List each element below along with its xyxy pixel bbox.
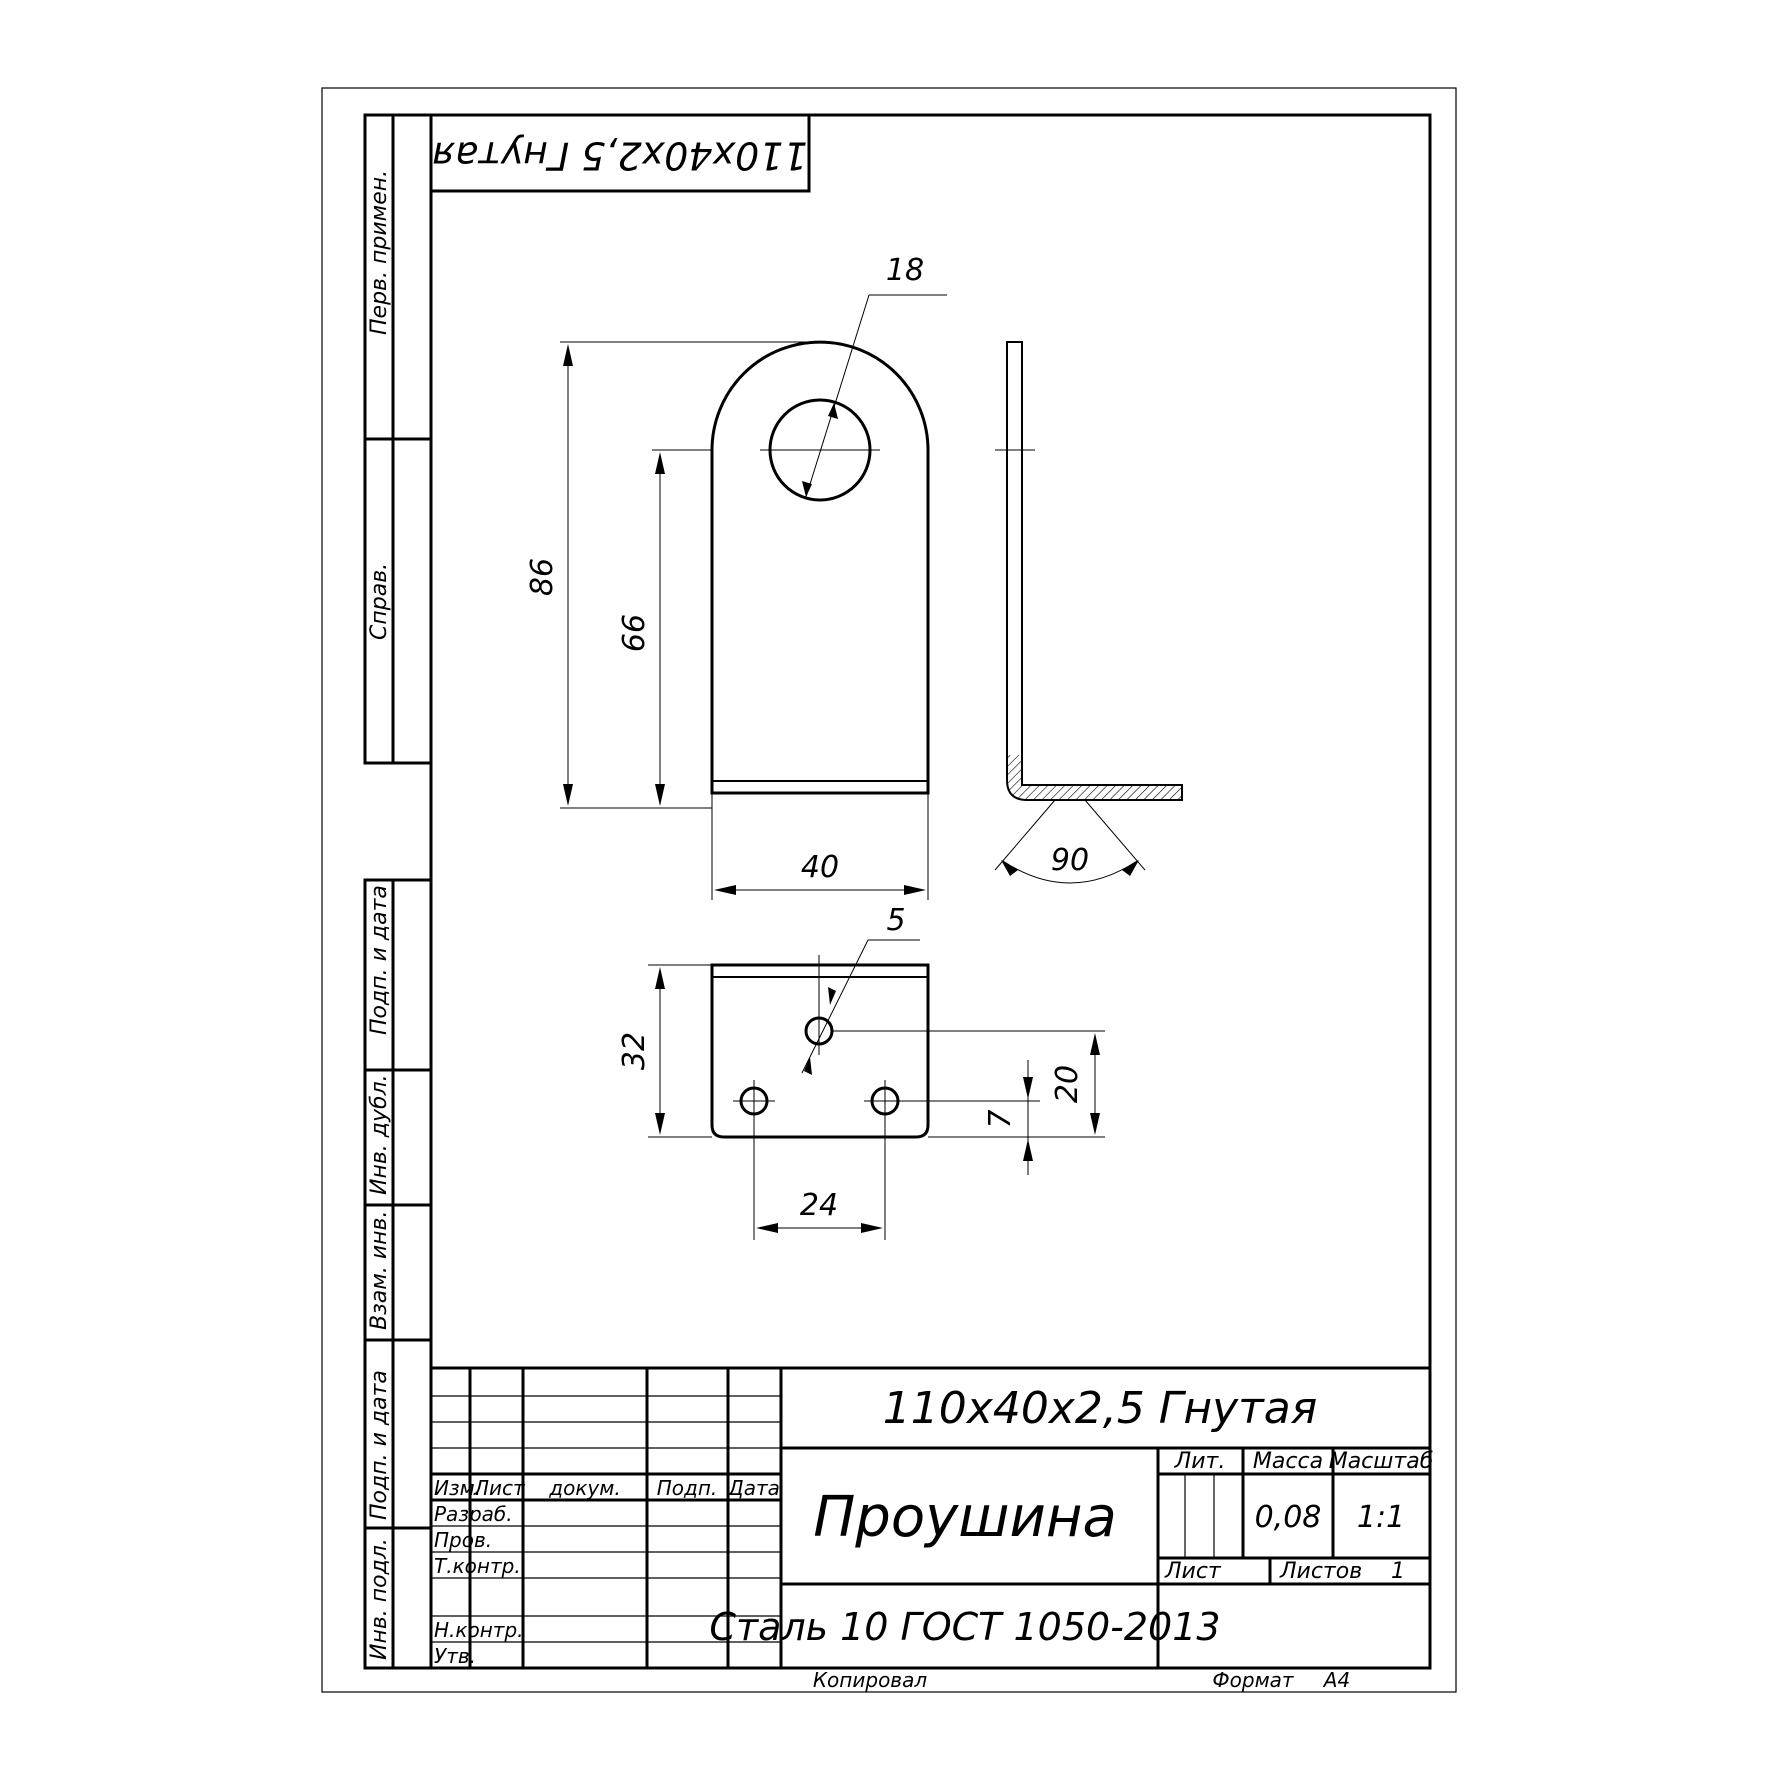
label-podp-data-1: Подп. и дата — [367, 885, 392, 1035]
col-podp: Подп. — [657, 1476, 718, 1500]
designation: 110х40х2,5 Гнутая — [883, 1383, 1317, 1434]
material: Сталь 10 ГОСТ 1050-2013 — [709, 1605, 1220, 1649]
copied-label: Копировал — [813, 1668, 927, 1692]
angle-profile — [1006, 341, 1183, 801]
sheet-trim — [321, 87, 1457, 1693]
col-dokum: докум. — [548, 1476, 620, 1500]
dim-hole-diameter: 18 — [886, 253, 924, 288]
dim-hole-spacing: 24 — [800, 1188, 838, 1223]
row-utv: Утв. — [434, 1644, 476, 1668]
dim-width: 40 — [801, 850, 839, 885]
front-view: 18 86 66 40 — [525, 253, 947, 900]
dim-top-hole-offset: 20 — [1050, 1065, 1085, 1103]
dim-flange-height: 32 — [617, 1032, 652, 1070]
flange-outline — [710, 963, 930, 1139]
dim-height-to-center: 66 — [617, 614, 652, 652]
col-izm: Изм. — [434, 1476, 481, 1500]
eyelet-outline — [710, 340, 930, 795]
row-tkontr: Т.контр. — [434, 1554, 521, 1578]
dim-bend-angle: 90 — [1051, 843, 1089, 878]
part-title: Проушина — [813, 1485, 1117, 1550]
designation-rotated: 110х40х2,5 Гнутая — [432, 134, 807, 178]
row-nkontr: Н.контр. — [434, 1618, 524, 1642]
scale-label: Масштаб — [1329, 1449, 1434, 1474]
dim-bottom-holes-offset: 7 — [983, 1109, 1018, 1128]
dim-height-total: 86 — [525, 558, 560, 596]
title-block: Изм. Лист докум. Подп. Дата Разраб. Пров… — [429, 1366, 1434, 1670]
label-inv-podl: Инв. подл. — [367, 1538, 392, 1660]
lit-label: Лит. — [1174, 1449, 1226, 1474]
label-podp-data-2: Подп. и дата — [367, 1370, 392, 1520]
side-column-bottom — [363, 878, 433, 1670]
sheets-label: Листов — [1279, 1559, 1362, 1584]
dim-small-hole-diameter: 5 — [886, 903, 905, 938]
sheet-label: Лист — [1164, 1559, 1222, 1584]
row-razrab: Разраб. — [434, 1502, 513, 1526]
sheets-total: 1 — [1391, 1559, 1405, 1584]
bottom-view: 5 32 24 7 20 — [617, 903, 1105, 1240]
mass-label: Масса — [1253, 1449, 1323, 1474]
label-perv-primen: Перв. примен. — [367, 170, 392, 335]
label-inv-dubl: Инв. дубл. — [367, 1074, 392, 1195]
label-vzam-inv: Взам. инв. — [367, 1211, 392, 1331]
scale-value: 1:1 — [1357, 1500, 1405, 1535]
col-list: Лист — [473, 1476, 526, 1500]
side-view: 90 — [994, 341, 1183, 884]
col-data: Дата — [727, 1476, 780, 1500]
side-columns: Перв. примен. Справ. Подп. и дата Инв. д… — [363, 113, 433, 1670]
label-sprav: Справ. — [367, 563, 392, 640]
row-prov: Пров. — [434, 1528, 492, 1552]
format-label: Формат — [1212, 1668, 1294, 1692]
designation-box: 110х40х2,5 Гнутая — [429, 113, 811, 193]
format-value: A4 — [1322, 1668, 1350, 1692]
mass-value: 0,08 — [1255, 1500, 1322, 1535]
main-frame — [429, 113, 1432, 1670]
